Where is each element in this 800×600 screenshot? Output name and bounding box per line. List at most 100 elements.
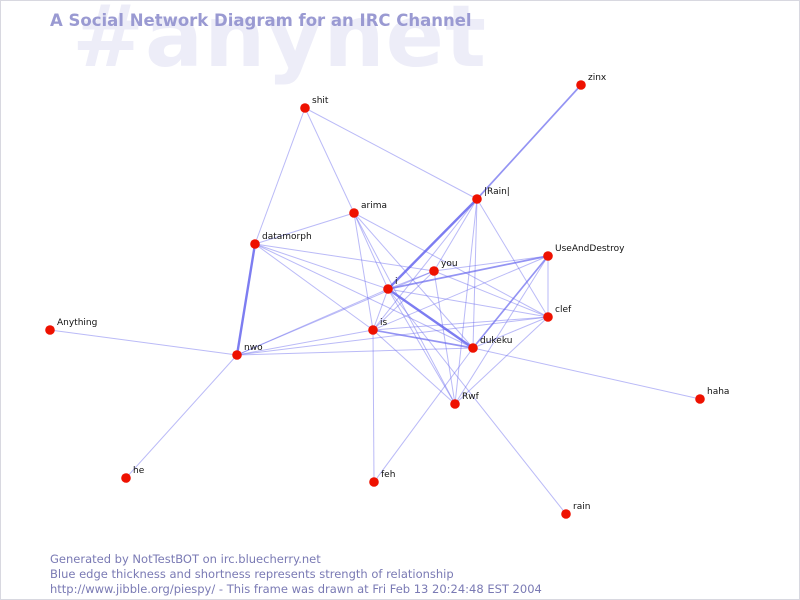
node-dot[interactable] [383,284,393,294]
node-dot[interactable] [561,509,571,519]
edge-rain_pipe-dukeku [472,198,478,349]
edge-arima-rwf [353,212,456,405]
edge-useanddestroy-rwf [454,255,549,405]
edge-arima-clef [353,212,549,318]
edge-i-nwo [236,288,389,356]
edge-rain_pipe-clef [476,198,549,318]
node-useanddestroy[interactable]: UseAndDestroy [543,244,625,261]
edge-dukeku-haha [472,347,701,400]
edge-i-rwf [387,288,456,405]
footer-url-timestamp[interactable]: http://www.jibble.org/piespy/ - This fra… [50,582,542,596]
edge-arima-is [353,212,374,331]
edge-nwo-you [236,270,435,356]
node-datamorph[interactable]: datamorph [250,232,312,249]
node-nwo[interactable]: nwo [232,343,263,360]
edge-is-dukeku [372,329,474,349]
node-dot[interactable] [450,399,460,409]
edge-shit-rain_pipe [304,107,478,200]
node-label: datamorph [262,232,312,242]
footer: Generated by NotTestBOT on irc.bluecherr… [50,552,542,597]
edge-useanddestroy-i [387,255,549,290]
node-is[interactable]: is [368,318,388,335]
node-i[interactable]: i [383,277,398,294]
node-dot[interactable] [543,312,553,322]
edge-nwo-anything [49,329,238,356]
edge-useanddestroy-you [433,255,549,272]
edge-rain_pipe-i [387,198,478,290]
node-label: is [380,318,388,328]
edge-zinx-rain_pipe [476,84,582,200]
node-shit[interactable]: shit [300,96,329,113]
node-label: arima [361,201,387,211]
edge-arima-dukeku [353,212,474,349]
node-label: Anything [57,318,97,328]
node-label: he [133,466,145,476]
edge-datamorph-you [254,243,435,272]
node-he[interactable]: he [121,466,145,483]
footer-legend-note: Blue edge thickness and shortness repres… [50,567,454,581]
edge-rain_pipe-is [372,198,478,331]
node-label: clef [555,305,572,315]
node-clef[interactable]: clef [543,305,572,322]
node-anything[interactable]: Anything [45,318,97,335]
node-rain[interactable]: rain [561,502,590,519]
edge-i-clef [387,288,549,318]
node-label: |Rain| [484,187,510,197]
node-dot[interactable] [468,343,478,353]
edge-is-clef [372,316,549,331]
edge-dukeku-feh [373,347,474,483]
edge-is-feh [372,329,375,483]
node-dot[interactable] [300,103,310,113]
node-dot[interactable] [45,325,55,335]
node-layer: shit zinx |Rain| arima datamorphUseAndDestro… [45,73,729,519]
node-haha[interactable]: haha [695,387,729,404]
edge-clef-rwf [454,316,549,405]
node-dot[interactable] [349,208,359,218]
footer-generated-by: Generated by NotTestBOT on irc.bluecherr… [50,552,321,566]
node-dot[interactable] [472,194,482,204]
node-rain_pipe[interactable]: |Rain| [472,187,510,204]
node-label: you [441,259,458,269]
edge-shit-arima [304,107,355,214]
edge-layer [49,84,701,515]
node-zinx[interactable]: zinx [576,73,607,90]
node-dot[interactable] [232,350,242,360]
edge-you-i [387,270,435,290]
node-dot[interactable] [695,394,705,404]
edge-rain_pipe-rwf [454,198,478,405]
edge-datamorph-nwo [235,243,257,356]
node-dot[interactable] [121,473,131,483]
node-label: feh [381,470,395,480]
node-feh[interactable]: feh [369,470,395,487]
node-label: dukeku [480,336,512,346]
edge-is-rwf [372,329,456,405]
node-rwf[interactable]: Rwf [450,392,480,409]
node-arima[interactable]: arima [349,201,387,218]
edge-useanddestroy-is [372,255,549,331]
page-title: A Social Network Diagram for an IRC Chan… [50,11,472,30]
node-label: zinx [588,73,607,83]
node-you[interactable]: you [429,259,458,276]
node-label: shit [312,96,329,106]
edge-nwo-dukeku [236,347,474,356]
edge-shit-datamorph [254,107,306,245]
edge-you-clef [433,270,549,318]
node-label: nwo [244,343,263,353]
node-label: haha [707,387,729,397]
node-dot[interactable] [369,477,379,487]
node-dot[interactable] [543,251,553,261]
node-dukeku[interactable]: dukeku [468,336,512,353]
node-dot[interactable] [250,239,260,249]
edge-rain_pipe-you [433,198,478,272]
edge-datamorph-i [254,243,389,290]
edge-datamorph-dukeku [254,243,474,349]
node-dot[interactable] [429,266,439,276]
edge-nwo-he [125,354,238,479]
node-dot[interactable] [368,325,378,335]
edge-datamorph-is [254,243,374,331]
edge-you-rwf [433,270,456,405]
edge-i-dukeku [387,288,474,349]
node-dot[interactable] [576,80,586,90]
